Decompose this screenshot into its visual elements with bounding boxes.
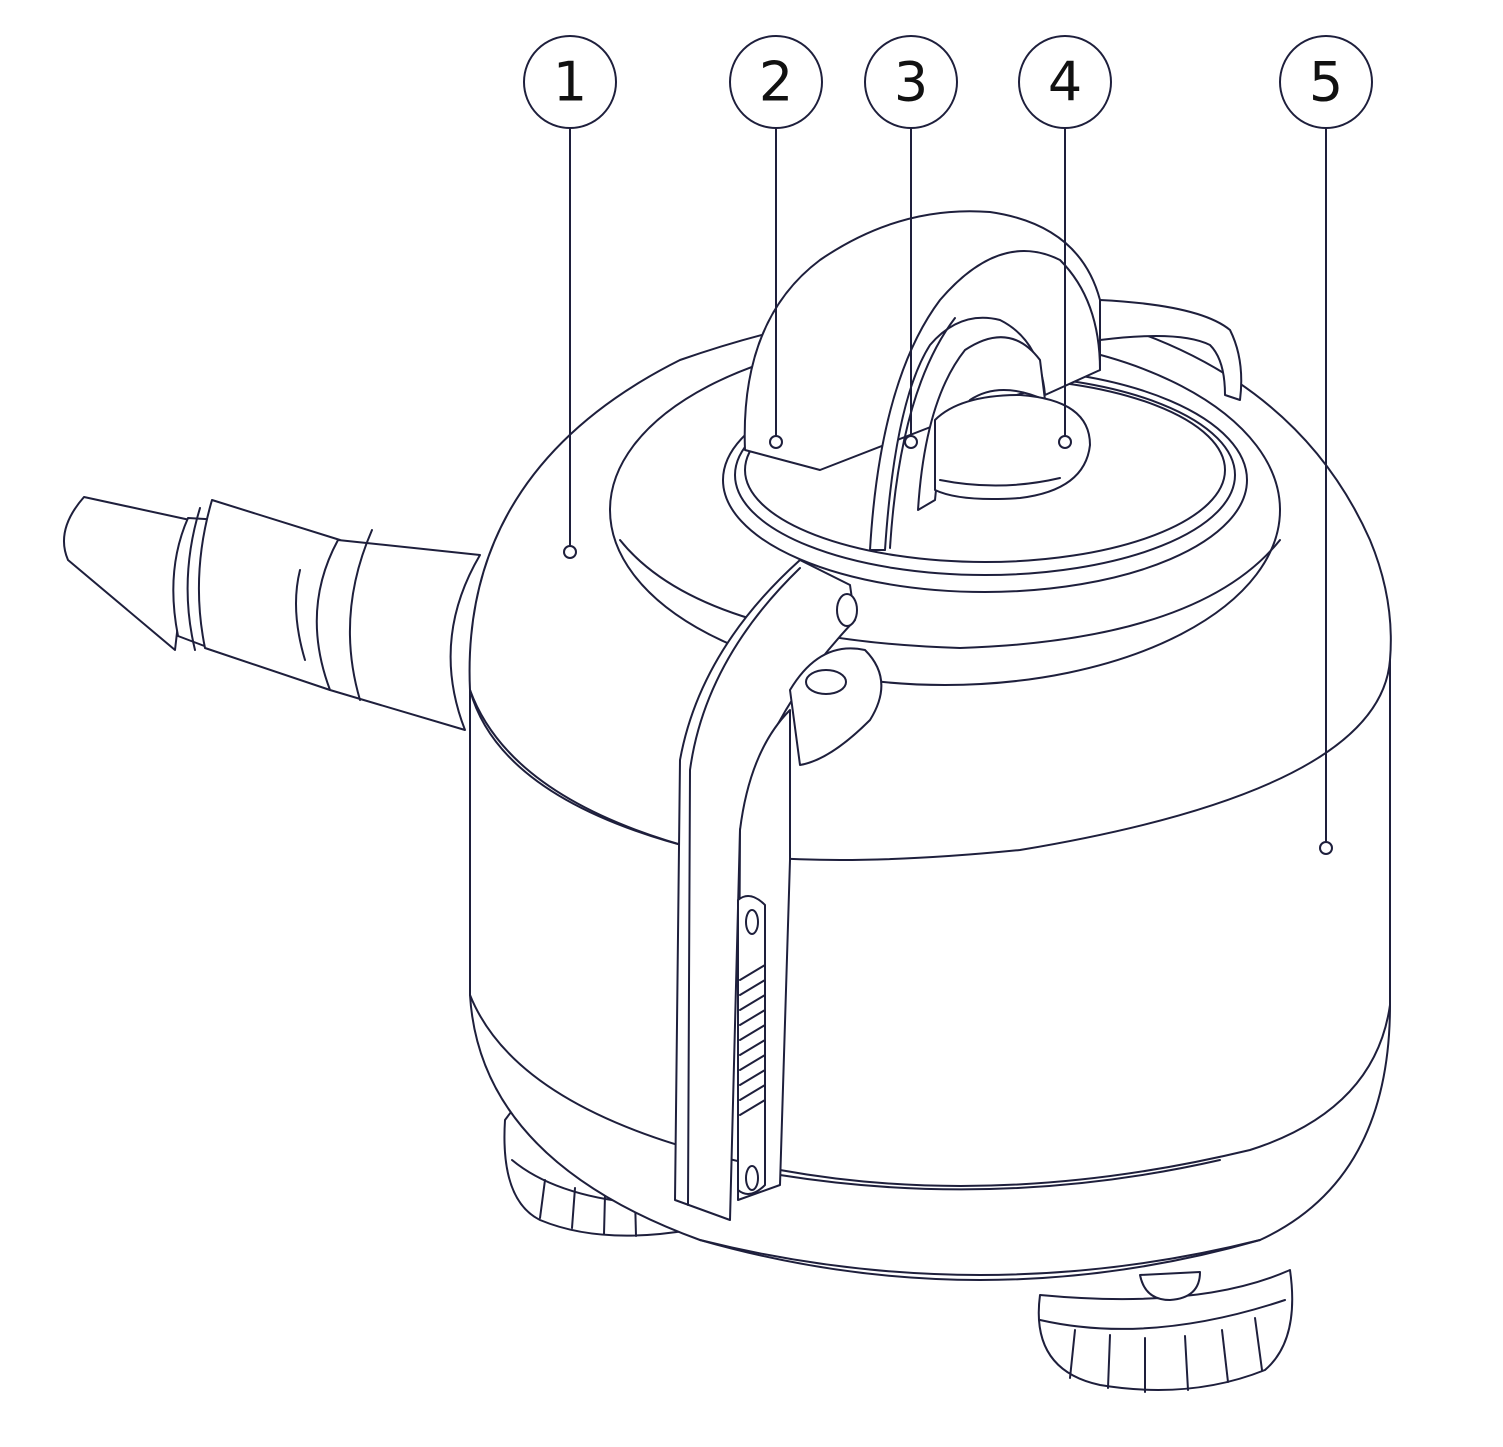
- callout-target-2: [769, 435, 783, 449]
- callout-label-2: 2: [759, 51, 793, 114]
- callout-label-5: 5: [1309, 51, 1343, 114]
- callout-target-1: [563, 545, 577, 559]
- callout-label-4: 4: [1048, 51, 1082, 114]
- sensor-disk: [934, 394, 1091, 500]
- callout-2: 2: [729, 35, 823, 129]
- callout-target-5: [1319, 841, 1333, 855]
- cable-connector: [63, 496, 481, 731]
- callout-3: 3: [864, 35, 958, 129]
- latch-strap: [674, 559, 883, 1221]
- rear-handle: [1099, 299, 1243, 401]
- callout-4: 4: [1018, 35, 1112, 129]
- callout-label-1: 1: [553, 51, 587, 114]
- callout-1: 1: [523, 35, 617, 129]
- callout-label-3: 3: [894, 51, 928, 114]
- foot-right: [1037, 1269, 1294, 1393]
- callout-5: 5: [1279, 35, 1373, 129]
- callout-target-4: [1058, 435, 1072, 449]
- inner-glass-dome: [869, 250, 1101, 551]
- callout-target-3: [904, 435, 918, 449]
